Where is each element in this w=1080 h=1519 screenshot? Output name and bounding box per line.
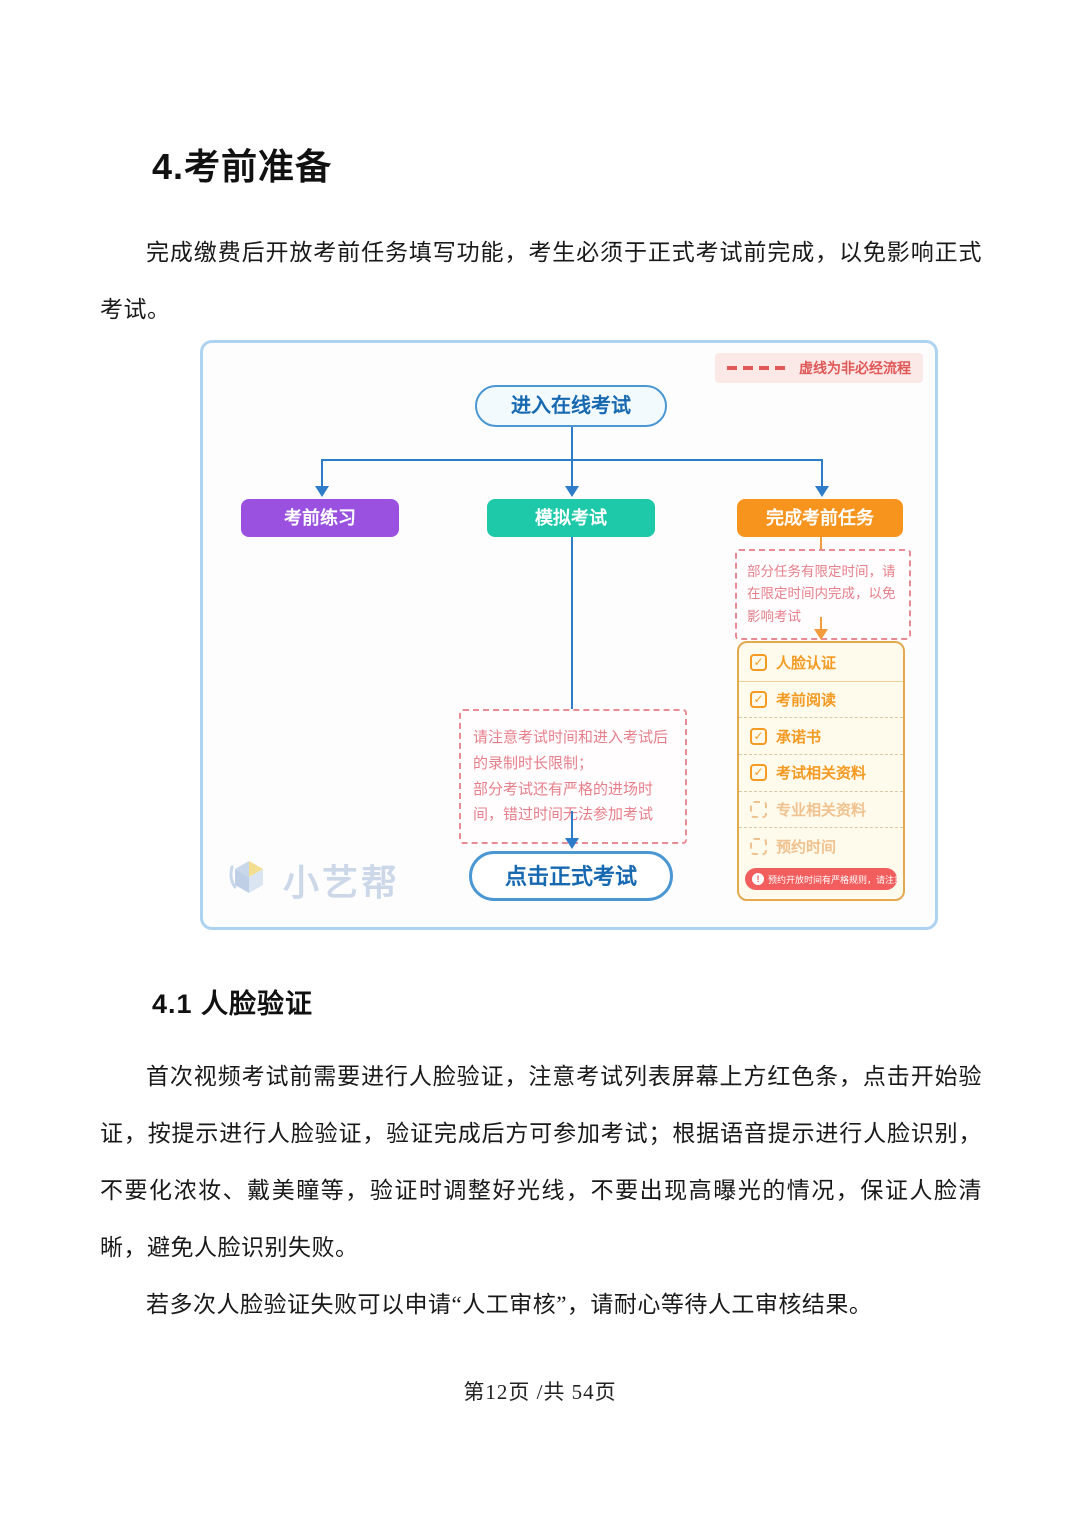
legend: 虚线为非必经流程 bbox=[715, 353, 923, 383]
task-checklist: ✓ 人脸认证 ✓ 考前阅读 ✓ 承诺书 ✓ 考试相关资料 专业相关资料 预约时间 bbox=[737, 641, 905, 901]
checklist-label: 预约时间 bbox=[776, 838, 837, 856]
connector-line bbox=[571, 459, 573, 487]
connector-line bbox=[821, 459, 823, 487]
arrow-down-icon bbox=[315, 486, 329, 497]
connector-line bbox=[571, 427, 573, 460]
note-line: 请注意考试时间和进入考试后的录制时长限制； bbox=[473, 729, 669, 772]
node-complete-tasks: 完成考前任务 bbox=[737, 499, 903, 537]
dashed-line-icon bbox=[727, 366, 789, 370]
section-title: 4.1 人脸验证 bbox=[152, 989, 314, 1019]
start-node: 进入在线考试 bbox=[475, 385, 667, 427]
checklist-label: 人脸认证 bbox=[776, 655, 837, 673]
notice-badge: ! 预约开放时间有严格规则，请注意 bbox=[745, 868, 897, 891]
checklist-item: ✓ 考前阅读 bbox=[739, 680, 903, 718]
connector-line bbox=[820, 617, 822, 630]
page-number: 第12页 /共 54页 bbox=[463, 1380, 617, 1404]
arrow-down-icon bbox=[814, 629, 828, 640]
intro-paragraph: 完成缴费后开放考前任务填写功能，考生必须于正式考试前完成，以免影响正式考试。 bbox=[100, 240, 982, 322]
exam-flowchart: 虚线为非必经流程 进入在线考试 考前练习 模拟考试 完成考前任务 请注意考试时间… bbox=[200, 340, 938, 930]
checkbox-checked-icon: ✓ bbox=[750, 691, 767, 708]
checkbox-checked-icon: ✓ bbox=[750, 654, 767, 672]
arrow-down-icon bbox=[565, 486, 579, 497]
notice-badge-text: 预约开放时间有严格规则，请注意 bbox=[768, 874, 897, 885]
face-verify-paragraph: 首次视频考试前需要进行人脸验证，注意考试列表屏幕上方红色条，点击开始验证，按提示… bbox=[100, 1064, 982, 1260]
info-icon: ! bbox=[752, 873, 764, 886]
exam-time-note: 请注意考试时间和进入考试后的录制时长限制； 部分考试还有严格的进场时间，错过时间… bbox=[459, 709, 687, 845]
checklist-item: 专业相关资料 bbox=[739, 790, 903, 828]
connector-line bbox=[571, 537, 573, 709]
checkbox-checked-icon: ✓ bbox=[750, 764, 767, 782]
arrow-down-icon bbox=[565, 838, 579, 849]
checklist-item: 预约时间 bbox=[739, 827, 903, 864]
node-mock-exam: 模拟考试 bbox=[487, 499, 655, 537]
manual-review-paragraph: 若多次人脸验证失败可以申请“人工审核”，请耐心等待人工审核结果。 bbox=[146, 1292, 873, 1317]
checklist-label: 专业相关资料 bbox=[776, 802, 867, 820]
legend-label: 虚线为非必经流程 bbox=[799, 360, 911, 376]
end-node: 点击正式考试 bbox=[469, 851, 673, 901]
xiaoyibang-logo-text: 小艺帮 bbox=[283, 861, 401, 903]
xiaoyibang-cube-icon bbox=[225, 853, 273, 906]
connector-line bbox=[820, 537, 822, 551]
checklist-label: 考试相关资料 bbox=[776, 765, 867, 783]
connector-line bbox=[321, 459, 323, 487]
checklist-item: ✓ 承诺书 bbox=[739, 717, 903, 754]
node-pre-exam-practice: 考前练习 bbox=[241, 499, 399, 537]
page-title: 4.考前准备 bbox=[152, 146, 333, 187]
checklist-item: ✓ 人脸认证 bbox=[739, 645, 903, 681]
xiaoyibang-logo: 小艺帮 bbox=[225, 853, 400, 906]
note-line: 部分考试还有严格的进场时间，错过时间无法参加考试 bbox=[473, 780, 654, 824]
connector-line bbox=[571, 811, 573, 839]
checkbox-unchecked-icon bbox=[750, 837, 767, 855]
checklist-item: ✓ 考试相关资料 bbox=[739, 754, 903, 791]
arrow-down-icon bbox=[815, 486, 829, 497]
task-time-note: 部分任务有限定时间，请在限定时间内完成，以免影响考试 bbox=[735, 549, 911, 640]
checkbox-unchecked-icon bbox=[750, 801, 767, 819]
checkbox-checked-icon: ✓ bbox=[750, 727, 767, 745]
body-paragraphs: 首次视频考试前需要进行人脸验证，注意考试列表屏幕上方红色条，点击开始验证，按提示… bbox=[100, 1048, 982, 1333]
checklist-label: 考前阅读 bbox=[776, 692, 837, 709]
checklist-label: 承诺书 bbox=[776, 728, 822, 746]
